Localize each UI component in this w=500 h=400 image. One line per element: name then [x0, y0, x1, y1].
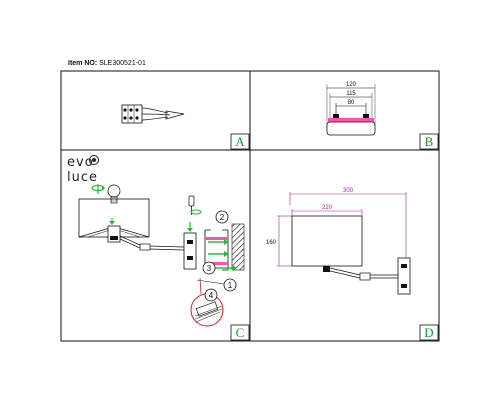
- svg-text:D: D: [424, 325, 433, 340]
- svg-text:C: C: [236, 325, 245, 340]
- svg-text:B: B: [425, 134, 434, 149]
- item-number: Item NO: SLE300521-01: [68, 60, 146, 67]
- terminal-block-drawing: [121, 104, 185, 124]
- dimension-lines: [277, 192, 407, 267]
- screwdriver-icon: [188, 195, 202, 215]
- dim-80: 80: [348, 100, 355, 106]
- panel-a-label: A: [230, 133, 250, 150]
- dim-120: 120: [346, 82, 357, 88]
- green-arrows: [187, 222, 237, 271]
- wiring-detail: 4: [190, 277, 224, 327]
- logo-evo: evo: [67, 155, 94, 170]
- svg-text:3: 3: [207, 264, 212, 273]
- logo-mark: [89, 155, 99, 165]
- dim-shade-width: 220: [322, 205, 333, 211]
- step-3: 3: [202, 261, 216, 275]
- bulb-icon: [107, 184, 121, 204]
- rotate-arrow-icon: [91, 184, 105, 194]
- item-number-value: SLE300521-01: [99, 60, 146, 67]
- lamp-shade-drawing: [78, 198, 185, 251]
- wall-bracket-drawing: [183, 223, 245, 271]
- dim-height: 160: [266, 240, 277, 246]
- panel-c-label: C: [230, 324, 250, 341]
- logo-luce: luce: [67, 170, 98, 185]
- step-2: 2: [215, 210, 229, 224]
- panel-b-label: B: [419, 133, 439, 150]
- item-number-label: Item NO:: [68, 60, 98, 67]
- dim-115: 115: [346, 91, 356, 97]
- svg-text:2: 2: [220, 213, 225, 222]
- svg-text:4: 4: [209, 291, 214, 300]
- svg-text:1: 1: [228, 281, 233, 290]
- mounting-plate-drawing: [326, 84, 376, 136]
- assembled-lamp-drawing: [291, 215, 411, 295]
- shade-mount-arrows: [109, 218, 115, 225]
- svg-text:A: A: [235, 134, 245, 149]
- dim-total-width: 300: [343, 188, 354, 194]
- step-1: 1: [196, 278, 237, 292]
- panel-d-label: D: [419, 324, 439, 341]
